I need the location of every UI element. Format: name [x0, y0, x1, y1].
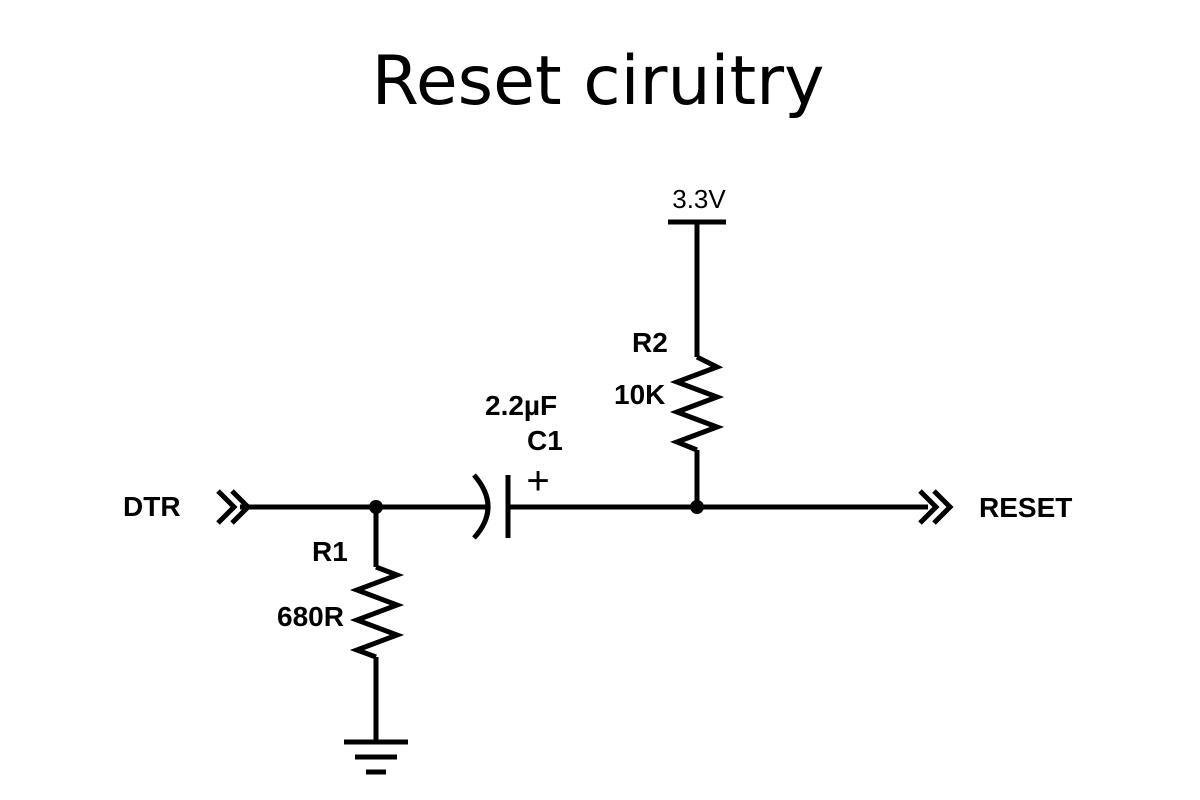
capacitor-c1: + [472, 459, 550, 540]
r1-value-label: 680R [277, 601, 344, 632]
resistor-r2-zigzag [669, 354, 725, 453]
reset-port-arrow-icon [918, 489, 954, 525]
c1-designator-label: C1 [527, 425, 563, 456]
diagram-title: Reset ciruitry [372, 42, 825, 121]
c1-value-label: 2.2µF [485, 390, 557, 421]
capacitor-polarity-plus: + [526, 459, 549, 503]
supply-voltage-label: 3.3V [672, 184, 726, 214]
dtr-port-label: DTR [123, 491, 181, 522]
r1-designator-label: R1 [312, 536, 348, 567]
r2-designator-label: R2 [632, 327, 668, 358]
resistor-r1-zigzag [349, 564, 405, 660]
r2-value-label: 10K [614, 379, 665, 410]
capacitor-curved-plate [472, 473, 491, 540]
reset-port-label: RESET [979, 492, 1072, 523]
ground-icon [344, 739, 408, 775]
